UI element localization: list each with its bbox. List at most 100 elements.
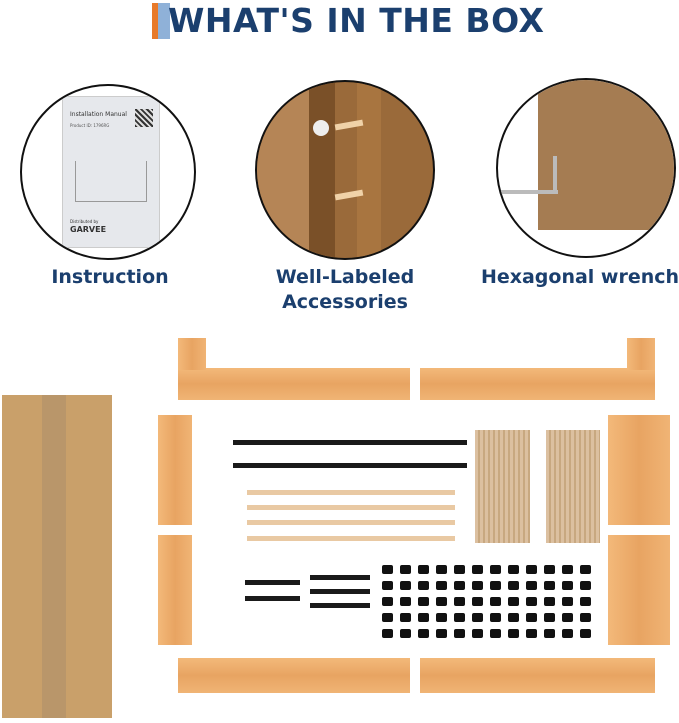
plastic-clip <box>436 629 447 638</box>
slat-panel <box>546 430 600 543</box>
plastic-clip <box>418 629 429 638</box>
plastic-clip <box>544 565 555 574</box>
plastic-clip <box>418 597 429 606</box>
plastic-clip <box>454 597 465 606</box>
wood-slat <box>247 536 455 541</box>
small-bracket <box>310 575 370 580</box>
accessories-image <box>255 80 435 260</box>
plastic-clip <box>472 597 483 606</box>
plastic-clip <box>382 613 393 622</box>
label-sticker-icon <box>313 120 329 136</box>
plastic-clip <box>400 565 411 574</box>
accessories-label-line2: Accessories <box>282 291 408 313</box>
plastic-clip <box>382 629 393 638</box>
wood-block <box>538 80 674 230</box>
plastic-clip <box>508 565 519 574</box>
plastic-clip <box>562 565 573 574</box>
metal-bar <box>233 463 467 468</box>
plastic-clip <box>544 613 555 622</box>
plastic-clip <box>580 581 591 590</box>
rail-board <box>178 368 410 400</box>
plastic-clip <box>580 629 591 638</box>
plastic-clip <box>508 613 519 622</box>
plastic-clip <box>454 565 465 574</box>
plastic-clip <box>418 581 429 590</box>
wood-post <box>357 82 381 258</box>
side-post <box>158 535 192 645</box>
plastic-clip <box>382 581 393 590</box>
manual-product-id: Product ID: 1796RG <box>70 123 110 128</box>
plastic-clip <box>526 613 537 622</box>
plastic-clip <box>526 565 537 574</box>
plastic-clip <box>436 565 447 574</box>
plastic-clip <box>544 597 555 606</box>
plastic-clip <box>454 613 465 622</box>
plastic-clip <box>490 629 501 638</box>
plastic-clip <box>436 597 447 606</box>
clip-grid <box>382 565 602 645</box>
plastic-clip <box>580 565 591 574</box>
side-post <box>608 415 670 525</box>
rail-board <box>420 658 655 693</box>
plastic-clip <box>544 629 555 638</box>
plastic-clip <box>562 597 573 606</box>
plastic-clip <box>490 581 501 590</box>
side-post <box>608 535 670 645</box>
metal-bar <box>233 440 467 445</box>
packing-tape <box>42 395 66 718</box>
rail-end <box>178 338 206 370</box>
plastic-clip <box>400 629 411 638</box>
plastic-clip <box>490 613 501 622</box>
plastic-clip <box>526 597 537 606</box>
wood-slat <box>247 490 455 495</box>
slat-panel <box>475 430 530 543</box>
plastic-clip <box>382 565 393 574</box>
small-bracket <box>245 596 300 601</box>
rail-end <box>627 338 655 370</box>
small-bracket <box>245 580 300 585</box>
page-title: WHAT'S IN THE BOX <box>168 1 545 40</box>
side-post <box>158 415 192 525</box>
plastic-clip <box>418 565 429 574</box>
brand-logo: GARVEE <box>70 225 107 234</box>
instruction-manual-icon: Installation Manual Product ID: 1796RG D… <box>62 96 160 248</box>
plastic-clip <box>562 629 573 638</box>
plastic-clip <box>436 581 447 590</box>
plastic-clip <box>544 581 555 590</box>
hex-wrench-icon <box>498 190 558 194</box>
plastic-clip <box>562 613 573 622</box>
hex-wrench-arm <box>553 156 557 194</box>
plastic-clip <box>472 581 483 590</box>
plastic-clip <box>490 597 501 606</box>
manual-title: Installation Manual <box>70 111 127 118</box>
accessories-label-line1: Well-Labeled <box>275 266 415 288</box>
plastic-clip <box>472 613 483 622</box>
shipping-box <box>2 395 112 718</box>
small-bracket <box>310 603 370 608</box>
qr-code-icon <box>135 109 153 127</box>
wood-post <box>309 82 335 258</box>
accent-bar-orange <box>152 3 158 39</box>
plastic-clip <box>562 581 573 590</box>
rail-board <box>178 658 410 693</box>
hex-wrench-image <box>496 78 676 258</box>
hex-wrench-label: Hexagonal wrench <box>480 266 679 288</box>
plastic-clip <box>526 629 537 638</box>
accent-bar-blue <box>158 3 170 39</box>
wood-slat <box>247 520 455 525</box>
plastic-clip <box>400 597 411 606</box>
plastic-clip <box>580 597 591 606</box>
plastic-clip <box>436 613 447 622</box>
plastic-clip <box>580 613 591 622</box>
wood-panel <box>257 82 317 258</box>
instruction-image: Installation Manual Product ID: 1796RG D… <box>20 84 196 260</box>
plastic-clip <box>472 565 483 574</box>
plastic-clip <box>400 581 411 590</box>
wood-slat <box>247 505 455 510</box>
plastic-clip <box>508 581 519 590</box>
plastic-clip <box>508 597 519 606</box>
plastic-clip <box>454 629 465 638</box>
plastic-clip <box>382 597 393 606</box>
plastic-clip <box>508 629 519 638</box>
plastic-clip <box>526 581 537 590</box>
